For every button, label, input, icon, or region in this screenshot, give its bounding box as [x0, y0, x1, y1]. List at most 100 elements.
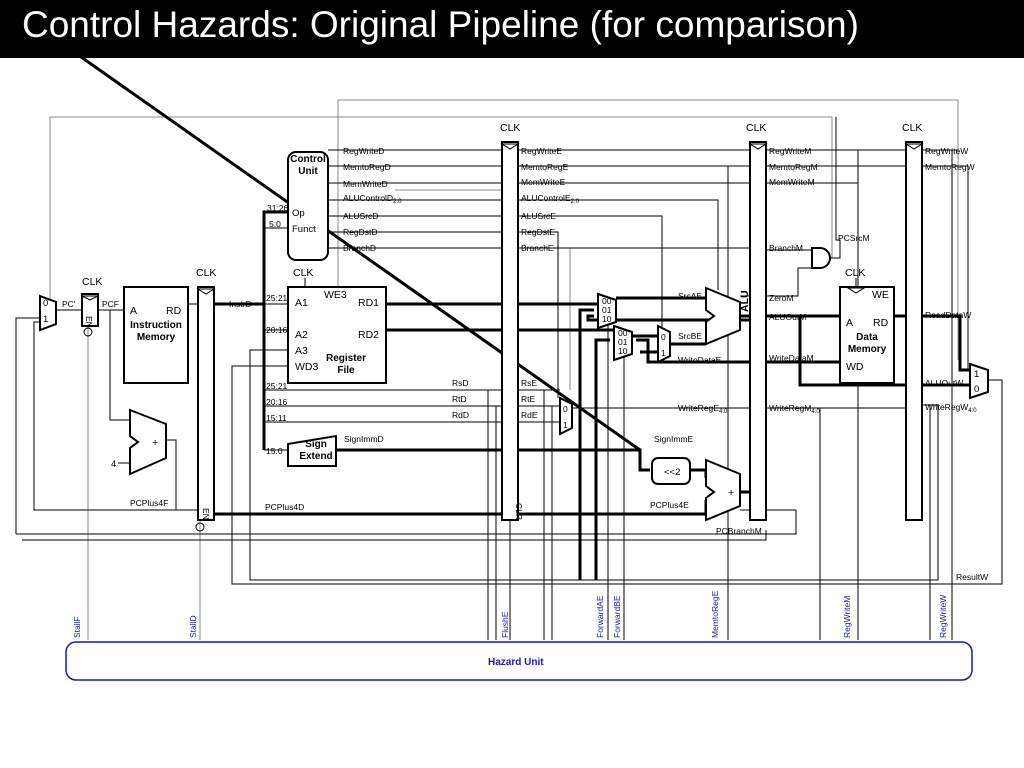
svg-text:25:21: 25:21 — [266, 293, 288, 303]
svg-text:RegDstD: RegDstD — [343, 227, 377, 237]
svg-text:1: 1 — [974, 369, 979, 380]
pipeline-registers: EN EN CLR — [81, 141, 924, 532]
svg-text:01: 01 — [618, 337, 628, 347]
svg-text:PCSrcM: PCSrcM — [838, 233, 870, 243]
svg-text:ZeroM: ZeroM — [769, 293, 794, 303]
rtd-label: RtD — [452, 394, 467, 404]
srcb-mux: 0 1 — [657, 324, 671, 364]
rsd-label: RsD — [452, 378, 469, 388]
fetch-enable-bubble — [83, 327, 93, 337]
bit-field-labels: 31:26 5:0 25:21 20:16 25:21 20:16 15:11 … — [266, 203, 289, 456]
writeback-signal-labels: RegWriteW MemtoRegW ReadDataW ALUOutW Wr… — [925, 146, 988, 582]
pc-mux: 0 1 — [39, 294, 57, 332]
svg-text:RegWriteW: RegWriteW — [925, 146, 968, 156]
instrd-label: InstrD — [229, 299, 252, 309]
datapath-wires — [15, 58, 1003, 640]
pcbranchm-label: PCBranchM — [716, 526, 762, 536]
writeback-register — [905, 141, 923, 521]
clk-label-rf: CLK — [293, 267, 313, 279]
svg-text:RegWriteE: RegWriteE — [521, 146, 562, 156]
svg-text:ALUControlD2:0: ALUControlD2:0 — [343, 193, 402, 205]
svg-text:RegWriteW: RegWriteW — [938, 595, 948, 638]
clk-label-e: CLK — [500, 122, 520, 134]
svg-text:1: 1 — [563, 420, 568, 430]
decode-register — [197, 286, 215, 521]
sign-extend: Sign Extend — [287, 434, 337, 467]
svg-text:ALUSrcD: ALUSrcD — [343, 211, 378, 221]
svg-text:RD: RD — [166, 305, 182, 317]
execute-clr-label: CLR — [514, 503, 524, 520]
register-file: WE3 A1 RD1 A2 RD2 A3 WD3 Register File — [287, 286, 387, 384]
svg-text:RegWriteD: RegWriteD — [343, 146, 384, 156]
svg-text:ALU: ALU — [739, 290, 751, 312]
shift-left-2: <<2 — [651, 457, 691, 485]
svg-text:RD1: RD1 — [358, 297, 379, 309]
alu: ALU — [705, 286, 751, 346]
svg-text:MemWriteD: MemWriteD — [343, 179, 388, 189]
svg-text:MemtoRegE: MemtoRegE — [710, 590, 720, 638]
clk-label-dm: CLK — [845, 267, 865, 279]
svg-text:A2: A2 — [295, 329, 308, 341]
svg-text:BranchE: BranchE — [521, 243, 554, 253]
instruction-memory: A RD Instruction Memory — [123, 286, 189, 384]
svg-text:MemtoRegW: MemtoRegW — [925, 162, 975, 172]
svg-text:00: 00 — [602, 296, 612, 306]
srcae-label: SrcAE — [678, 291, 702, 301]
branch-adder: + — [705, 458, 741, 522]
control-unit: Control Unit Op Funct — [287, 151, 329, 261]
svg-text:Op: Op — [292, 208, 305, 219]
and-gate — [811, 247, 831, 269]
svg-text:0: 0 — [563, 404, 568, 414]
writerege-label: WriteRegE4:0 — [678, 403, 728, 415]
svg-text:ALUOutM: ALUOutM — [769, 312, 806, 322]
svg-text:ALUControlE2:0: ALUControlE2:0 — [521, 193, 580, 205]
svg-text:WriteRegW4:0: WriteRegW4:0 — [925, 402, 977, 414]
hazard-signal-labels: StallF StallD FlushE ForwardAE ForwardBE… — [72, 590, 948, 638]
svg-text:RegWriteM: RegWriteM — [769, 146, 811, 156]
pcf-label: PCF — [102, 299, 119, 309]
writedatae-label: WriteDataE — [678, 355, 722, 365]
svg-text:BranchD: BranchD — [343, 243, 376, 253]
memory-signal-labels: RegWriteM MemtoRegM MemWriteM BranchM PC… — [769, 146, 870, 415]
regdst-mux: 0 1 — [559, 396, 573, 436]
clk-label-d: CLK — [196, 267, 216, 279]
constant-four: 4 — [111, 459, 116, 470]
forward-mux-a: 00 01 10 — [597, 292, 617, 330]
svg-text:31:26: 31:26 — [267, 203, 289, 213]
svg-text:00: 00 — [618, 328, 628, 338]
svg-text:15:0: 15:0 — [266, 446, 283, 456]
srcbe-label: SrcBE — [678, 331, 702, 341]
pc-prime-label: PC' — [62, 299, 76, 309]
svg-text:RsE: RsE — [521, 378, 537, 388]
pcplus4e-label: PCPlus4E — [650, 500, 689, 510]
svg-text:MemWriteM: MemWriteM — [769, 177, 815, 187]
data-memory: WE A RD Data Memory WD — [839, 286, 895, 384]
svg-text:ResultW: ResultW — [956, 572, 988, 582]
svg-text:MemtoRegM: MemtoRegM — [769, 162, 818, 172]
execute-register — [501, 141, 519, 521]
svg-text:ReadDataW: ReadDataW — [925, 310, 971, 320]
fetch-en-label: EN — [84, 316, 94, 328]
decode-signal-labels: RegWriteD MemtoRegD MemWriteD ALUControl… — [343, 146, 402, 253]
pcplus4-adder: + 4 — [111, 408, 167, 476]
title-bar: Control Hazards: Original Pipeline (for … — [0, 0, 1024, 58]
svg-text:Hazard Unit: Hazard Unit — [488, 657, 544, 668]
svg-text:RdE: RdE — [521, 410, 538, 420]
svg-text:BranchM: BranchM — [769, 243, 803, 253]
pcplus4f-label: PCPlus4F — [130, 498, 168, 508]
svg-text:ALUOutW: ALUOutW — [925, 378, 963, 388]
pipeline-diagram: EN EN CLR CLK CLK CLK CLK CLK CLK CLK 0 … — [15, 58, 1003, 681]
svg-text:+: + — [728, 487, 734, 499]
page-title: Control Hazards: Original Pipeline (for … — [22, 4, 859, 45]
rdd-label: RdD — [452, 410, 469, 420]
svg-text:RD: RD — [873, 317, 889, 329]
signimme-label: SignImmE — [654, 434, 694, 444]
pcplus4d-label: PCPlus4D — [265, 502, 304, 512]
hazard-unit: Hazard Unit — [65, 641, 973, 681]
svg-text:+: + — [152, 437, 158, 449]
svg-text:WE3: WE3 — [324, 289, 347, 301]
clk-label-f: CLK — [82, 276, 102, 288]
svg-text:A1: A1 — [295, 297, 308, 309]
svg-text:StallD: StallD — [188, 615, 198, 638]
clk-label-m: CLK — [746, 122, 766, 134]
